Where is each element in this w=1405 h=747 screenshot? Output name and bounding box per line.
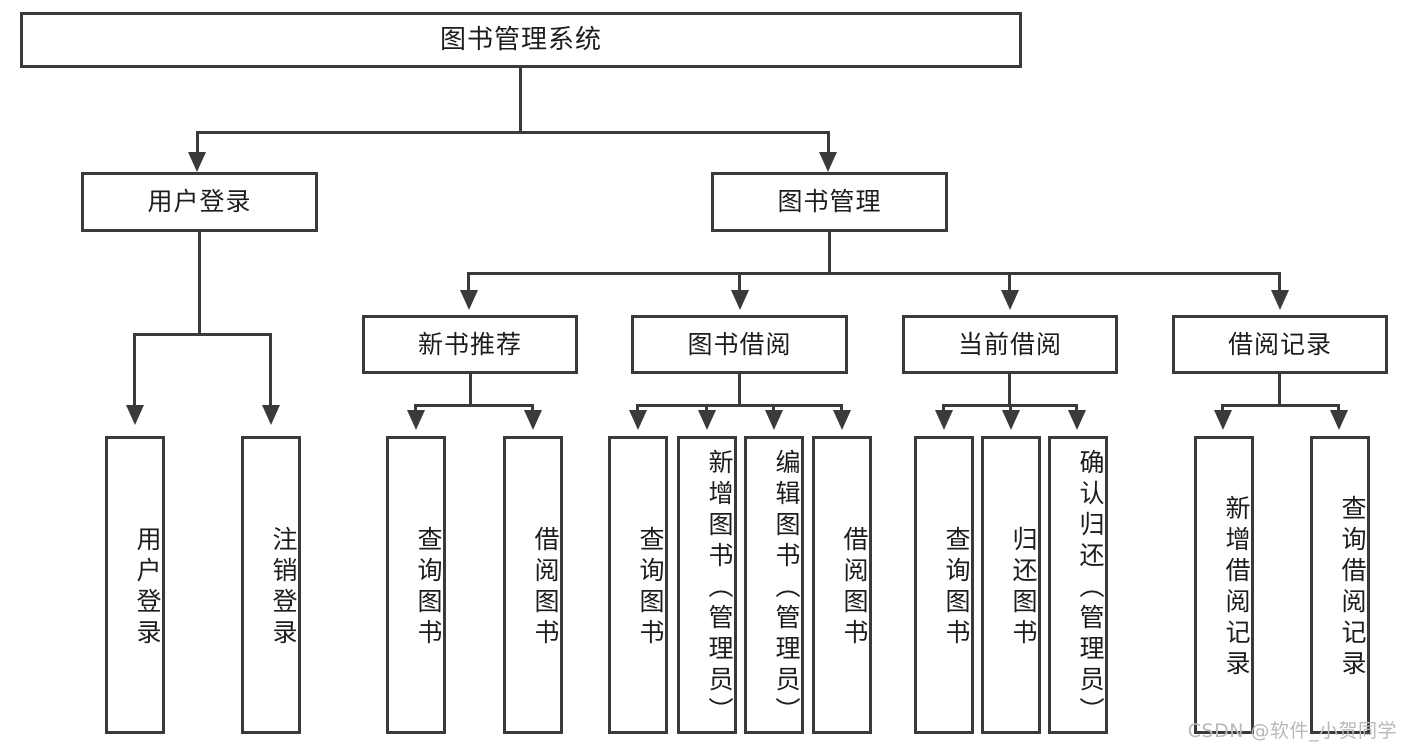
node-label: 图书管理: [777, 187, 882, 217]
node-label: 查询图书: [942, 526, 971, 650]
connector-user-login-left-drop: [133, 333, 136, 409]
node-label: 新书推荐: [417, 329, 522, 359]
arrow-to-current-borrow: [1001, 290, 1019, 310]
node-label: 确认归还（管理员）: [1076, 448, 1105, 728]
node-label: 查询图书: [414, 526, 443, 650]
leaf-nbr-query-book[interactable]: 查询图书: [386, 436, 446, 734]
node-label: 借阅记录: [1227, 329, 1332, 359]
arrow-to-book-borrow: [731, 290, 749, 310]
connector-nbr-drop-1: [414, 404, 417, 414]
node-borrow-record[interactable]: 借阅记录: [1172, 315, 1388, 374]
arrow-bb-to-borrow-book: [833, 410, 851, 430]
connector-bb-drop-1: [636, 404, 639, 414]
csdn-watermark: CSDN @软件_小贺同学: [1187, 720, 1397, 742]
leaf-bb-add-book-admin[interactable]: 新增图书（管理员）: [677, 436, 737, 734]
node-book-management[interactable]: 图书管理: [711, 172, 948, 232]
arrow-user-login-to-logout: [262, 405, 280, 425]
node-label: 用户登录: [147, 187, 252, 217]
connector-root-bar: [196, 131, 830, 134]
connector-book-management-stem: [828, 232, 831, 275]
arrow-bb-to-query-book: [629, 410, 647, 430]
arrow-bb-to-edit-book: [765, 410, 783, 430]
leaf-br-add-record[interactable]: 新增借阅记录: [1194, 436, 1254, 734]
arrow-cb-to-confirm-return: [1068, 410, 1086, 430]
arrow-br-to-query-record: [1330, 410, 1348, 430]
connector-to-new-book-recommend: [467, 272, 470, 294]
arrow-br-to-add-record: [1214, 410, 1232, 430]
node-current-borrow[interactable]: 当前借阅: [902, 315, 1118, 374]
arrow-cb-to-return-book: [1002, 410, 1020, 430]
connector-to-borrow-record: [1278, 272, 1281, 294]
arrow-nbr-to-query-book: [407, 410, 425, 430]
leaf-user-login[interactable]: 用户登录: [105, 436, 165, 734]
node-label: 注销登录: [269, 526, 298, 650]
arrow-to-borrow-record: [1271, 290, 1289, 310]
arrow-cb-to-query-book: [935, 410, 953, 430]
connector-cb-drop-3: [1075, 404, 1078, 414]
node-label: 编辑图书（管理员）: [772, 448, 801, 728]
connector-borrow-record-stem: [1278, 374, 1281, 407]
arrow-bb-to-add-book: [698, 410, 716, 430]
node-label: 借阅图书: [531, 526, 560, 650]
leaf-bb-borrow-book[interactable]: 借阅图书: [812, 436, 872, 734]
arrow-root-to-book-management: [819, 152, 837, 172]
connector-bb-drop-3: [772, 404, 775, 414]
connector-cb-drop-2: [1009, 404, 1012, 414]
connector-to-current-borrow: [1008, 272, 1011, 294]
leaf-bb-edit-book-admin[interactable]: 编辑图书（管理员）: [744, 436, 804, 734]
leaf-cb-confirm-return-admin[interactable]: 确认归还（管理员）: [1048, 436, 1108, 734]
node-label: 图书管理系统: [439, 24, 602, 55]
connector-new-book-recommend-stem: [469, 374, 472, 407]
arrow-to-new-book-recommend: [460, 290, 478, 310]
connector-bb-drop-2: [705, 404, 708, 414]
connector-user-login-right-drop: [269, 333, 272, 409]
node-label: 借阅图书: [840, 526, 869, 650]
connector-bb-drop-4: [840, 404, 843, 414]
node-label: 查询借阅记录: [1338, 495, 1367, 681]
connector-book-management-bar: [467, 272, 1281, 275]
connector-cb-drop-1: [942, 404, 945, 414]
node-user-login[interactable]: 用户登录: [81, 172, 318, 232]
connector-book-borrow-stem: [738, 374, 741, 407]
node-label: 新增图书（管理员）: [705, 448, 734, 728]
leaf-user-logout[interactable]: 注销登录: [241, 436, 301, 734]
node-label: 归还图书: [1009, 526, 1038, 650]
arrow-root-to-user-login: [188, 152, 206, 172]
connector-current-borrow-stem: [1008, 374, 1011, 407]
arrow-user-login-to-login: [126, 405, 144, 425]
connector-root-stem: [519, 68, 522, 134]
node-label: 新增借阅记录: [1222, 495, 1251, 681]
leaf-cb-query-book[interactable]: 查询图书: [914, 436, 974, 734]
leaf-br-query-record[interactable]: 查询借阅记录: [1310, 436, 1370, 734]
node-new-book-recommend[interactable]: 新书推荐: [362, 315, 578, 374]
connector-user-login-bar: [133, 333, 272, 336]
connector-root-to-book-management: [827, 131, 830, 156]
connector-borrow-record-bar: [1221, 404, 1340, 407]
connector-to-book-borrow: [738, 272, 741, 294]
connector-book-borrow-bar: [636, 404, 842, 407]
connector-br-drop-2: [1337, 404, 1340, 414]
leaf-cb-return-book[interactable]: 归还图书: [981, 436, 1041, 734]
connector-nbr-drop-2: [531, 404, 534, 414]
node-book-borrow[interactable]: 图书借阅: [631, 315, 848, 374]
leaf-bb-query-book[interactable]: 查询图书: [608, 436, 668, 734]
connector-br-drop-1: [1221, 404, 1224, 414]
node-label: 用户登录: [133, 526, 162, 650]
node-label: 当前借阅: [957, 329, 1062, 359]
node-label: 查询图书: [636, 526, 665, 650]
leaf-nbr-borrow-book[interactable]: 借阅图书: [503, 436, 563, 734]
arrow-nbr-to-borrow-book: [524, 410, 542, 430]
connector-new-book-recommend-bar: [414, 404, 534, 407]
node-label: 图书借阅: [687, 329, 792, 359]
connector-user-login-stem: [198, 232, 201, 336]
node-root-book-management-system[interactable]: 图书管理系统: [20, 12, 1022, 68]
connector-root-to-user-login: [196, 131, 199, 156]
